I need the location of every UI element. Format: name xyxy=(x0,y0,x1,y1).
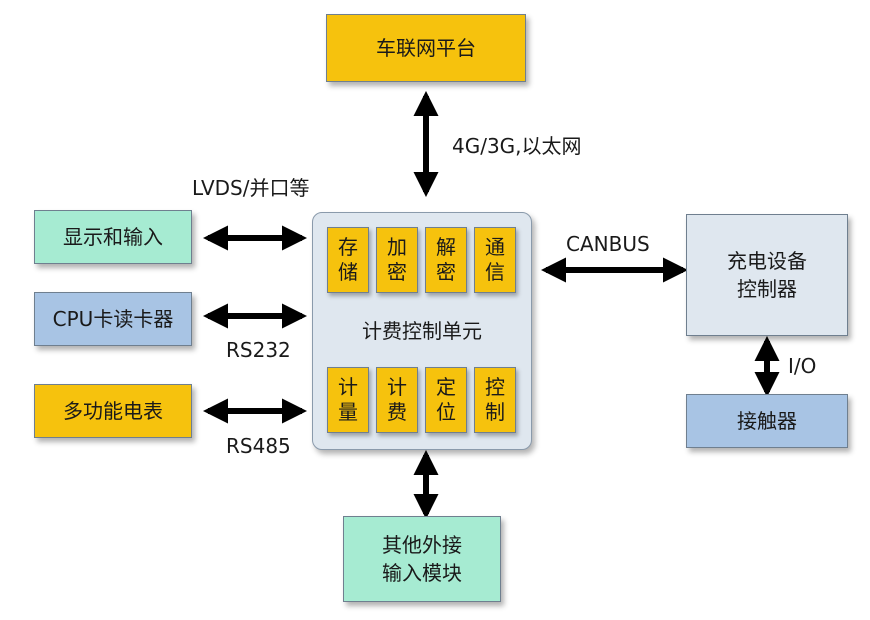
contactor-link-label: I/O xyxy=(788,354,817,378)
module-communication: 通 信 xyxy=(474,227,516,293)
platform-box: 车联网平台 xyxy=(326,14,526,82)
module-control: 控 制 xyxy=(474,367,516,433)
meter-box: 多功能电表 xyxy=(34,384,192,438)
contactor-label: 接触器 xyxy=(737,409,797,433)
display-input-label: 显示和输入 xyxy=(63,225,163,249)
display-input-box: 显示和输入 xyxy=(34,210,192,264)
module-metering: 计 量 xyxy=(327,367,369,433)
meter-link-label: RS485 xyxy=(226,434,291,458)
module-positioning: 定 位 xyxy=(425,367,467,433)
platform-link-label: 4G/3G,以太网 xyxy=(452,134,582,158)
contactor-box: 接触器 xyxy=(686,394,848,448)
controller-link-label: CANBUS xyxy=(566,232,650,256)
cpu-card-reader-box: CPU卡读卡器 xyxy=(34,292,192,346)
external-input-line2: 输入模块 xyxy=(382,561,462,585)
core-unit-box: 存 储 加 密 解 密 通 信 计费控制单元 计 量 计 费 定 位 控 xyxy=(312,212,532,450)
cpu-card-reader-label: CPU卡读卡器 xyxy=(52,307,174,331)
charging-controller-line1: 充电设备 xyxy=(727,249,807,273)
charging-controller-line2: 控制器 xyxy=(737,277,797,301)
module-decrypt: 解 密 xyxy=(425,227,467,293)
meter-label: 多功能电表 xyxy=(63,399,163,423)
external-input-line1: 其他外接 xyxy=(382,533,462,557)
module-encrypt: 加 密 xyxy=(376,227,418,293)
card-link-label: RS232 xyxy=(226,338,291,362)
external-input-box: 其他外接 输入模块 xyxy=(343,516,501,602)
core-unit-label: 计费控制单元 xyxy=(362,319,482,343)
platform-label: 车联网平台 xyxy=(376,36,476,60)
module-billing: 计 费 xyxy=(376,367,418,433)
module-storage: 存 储 xyxy=(327,227,369,293)
charging-controller-box: 充电设备 控制器 xyxy=(686,214,848,336)
display-link-label: LVDS/并口等 xyxy=(192,176,310,200)
